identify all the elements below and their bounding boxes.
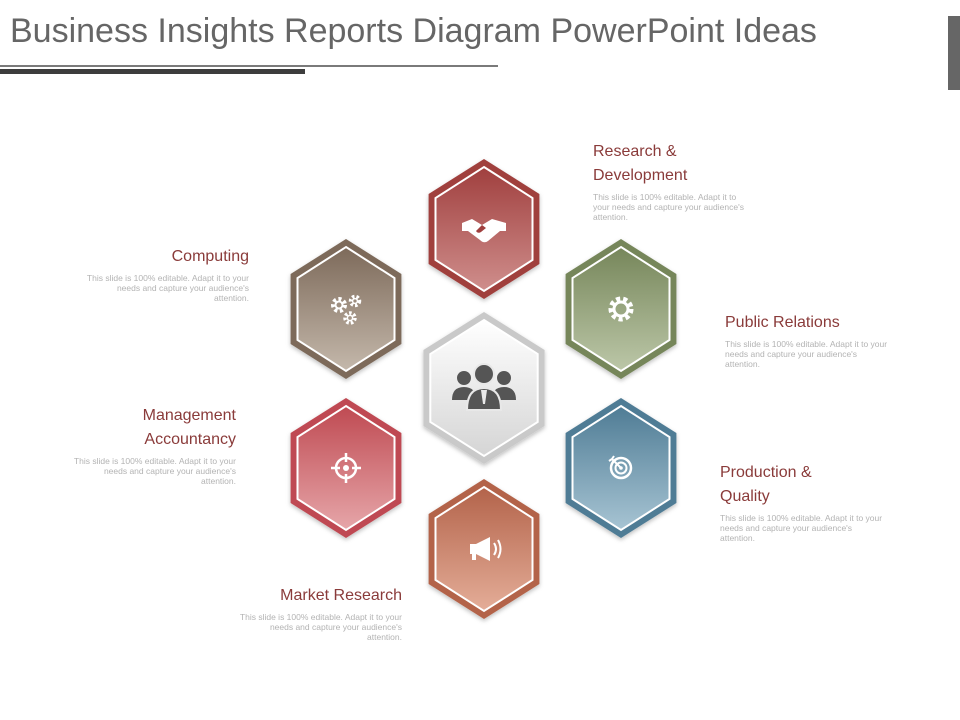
segment-heading: Market Research [280, 587, 402, 604]
gear-icon [608, 296, 634, 322]
segment-description: This slide is 100% editable. Adapt it to… [593, 192, 744, 222]
segment-heading: Computing [171, 248, 249, 265]
label-public-relations: Public Relations This slide is 100% edit… [725, 311, 895, 369]
hexagon-market-research [428, 479, 540, 619]
segment-description: This slide is 100% editable. Adapt it to… [720, 513, 883, 543]
segment-heading: Management Accountancy [142, 407, 236, 448]
label-computing: Computing This slide is 100% editable. A… [79, 245, 249, 303]
segment-description: This slide is 100% editable. Adapt it to… [725, 339, 888, 369]
corner-accent-bar [948, 16, 960, 90]
label-production-quality: Production & Quality This slide is 100% … [720, 461, 890, 543]
title-underline-thick [0, 69, 305, 74]
segment-description: This slide is 100% editable. Adapt it to… [86, 273, 249, 303]
hexagon-inner [296, 245, 396, 373]
center-hexagon [423, 312, 545, 464]
title-underline-thin [0, 65, 498, 67]
crosshair-icon [331, 453, 361, 483]
hexagon-computing [290, 239, 402, 379]
hexagon-research-development [428, 159, 540, 299]
handshake-icon [462, 219, 506, 243]
megaphone-icon [470, 537, 502, 561]
gears-icon [331, 294, 362, 325]
segment-heading: Public Relations [725, 314, 840, 331]
label-research-development: Research & Development This slide is 100… [593, 140, 763, 222]
label-management-accountancy: Management Accountancy This slide is 100… [66, 404, 236, 486]
segment-description: This slide is 100% editable. Adapt it to… [73, 456, 236, 486]
people-group-icon [452, 363, 516, 411]
segment-heading: Research & Development [593, 143, 688, 184]
hexagon-inner [571, 245, 671, 373]
slide-title: Business Insights Reports Diagram PowerP… [10, 12, 817, 50]
segment-heading: Production & Quality [720, 464, 812, 505]
hexagon-public-relations [565, 239, 677, 379]
label-market-research: Market Research This slide is 100% edita… [232, 584, 402, 642]
hexagon-production-quality [565, 398, 677, 538]
target-icon [608, 455, 633, 480]
segment-description: This slide is 100% editable. Adapt it to… [239, 612, 402, 642]
hexagon-management-accountancy [290, 398, 402, 538]
